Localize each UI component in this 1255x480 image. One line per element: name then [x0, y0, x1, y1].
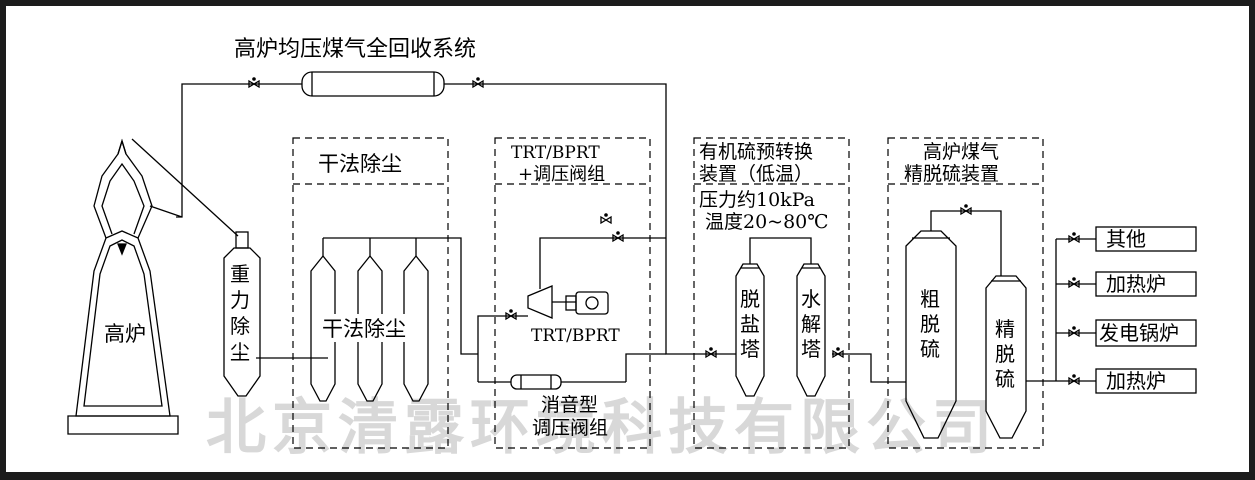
hydrolysis-tower-label-2: 解 [801, 312, 821, 336]
blast-furnace [67, 138, 183, 435]
coarse-vessel-label-3: 硫 [920, 337, 940, 361]
output-heating-furnace-1: 加热炉 [1106, 272, 1166, 296]
gravity-dust-label-1: 重 [230, 262, 250, 286]
pipes [131, 83, 1096, 383]
silencer-valve [510, 374, 562, 390]
desulfurization-vessels [905, 230, 1027, 439]
organic-section-title-1: 有机硫预转换 [699, 141, 813, 163]
pressure-label: 压力约10kPa [699, 189, 815, 211]
output-other: 其他 [1106, 227, 1146, 251]
desalt-tower-label-2: 盐 [740, 312, 760, 336]
trt-section [494, 137, 651, 449]
output-heating-furnace-2: 加热炉 [1106, 369, 1166, 393]
gravity-dust-label-2: 力 [230, 288, 250, 312]
fine-vessel-label-1: 精 [995, 317, 1015, 341]
dry-dust-vessels [310, 254, 429, 402]
trt-section-title-1: TRT/BPRT [511, 143, 600, 163]
gravity-dust-label-3: 除 [230, 314, 250, 338]
blast-furnace-label: 高炉 [104, 322, 146, 346]
silencer-label-1: 消音型 [541, 394, 598, 416]
organic-sulfur-section [693, 137, 850, 449]
output-power-boiler: 发电锅炉 [1099, 321, 1179, 345]
dry-dust-vessel-label: 干法除尘 [322, 317, 406, 341]
section-boxes [292, 137, 1044, 449]
coarse-vessel-label-1: 粗 [920, 287, 940, 311]
temperature-label: 温度20~80℃ [705, 211, 829, 233]
output-boxes [1095, 226, 1197, 394]
organic-section-title-2: 装置（低温） [699, 163, 813, 185]
trt-turbine [527, 285, 609, 319]
organic-towers [735, 263, 826, 397]
desalt-tower-label-1: 脱 [740, 287, 760, 311]
coarse-vessel-label-2: 脱 [920, 312, 940, 336]
system-title: 高炉均压煤气全回收系统 [234, 37, 476, 62]
gas-holder-tank [301, 71, 445, 97]
hydrolysis-tower-label-1: 水 [801, 287, 821, 311]
hydrolysis-tower-label-3: 塔 [801, 337, 821, 361]
watermark: 北京清露环境科技有限公司 [206, 393, 998, 463]
dry-dust-section-title: 干法除尘 [318, 152, 402, 176]
gravity-dust-collector [223, 231, 261, 397]
trt-machine-label: TRT/BPRT [531, 326, 620, 346]
gravity-dust-label-4: 尘 [230, 340, 250, 364]
dry-dust-section [292, 137, 449, 449]
process-flow-diagram: 北京清露环境科技有限公司 高炉均压煤气全回收系统 干法除尘 TRT/BPRT +… [6, 6, 1249, 472]
fine-section-title-2: 精脱硫装置 [904, 163, 999, 185]
fine-desulfurization-section [887, 137, 1044, 449]
fine-section-title-1: 高炉煤气 [923, 141, 999, 163]
fine-vessel-label-2: 脱 [995, 342, 1015, 366]
fine-vessel-label-3: 硫 [995, 367, 1015, 391]
desalt-tower-label-3: 塔 [740, 337, 760, 361]
trt-section-title-2: +调压阀组 [518, 164, 605, 185]
silencer-label-2: 调压阀组 [532, 417, 608, 439]
